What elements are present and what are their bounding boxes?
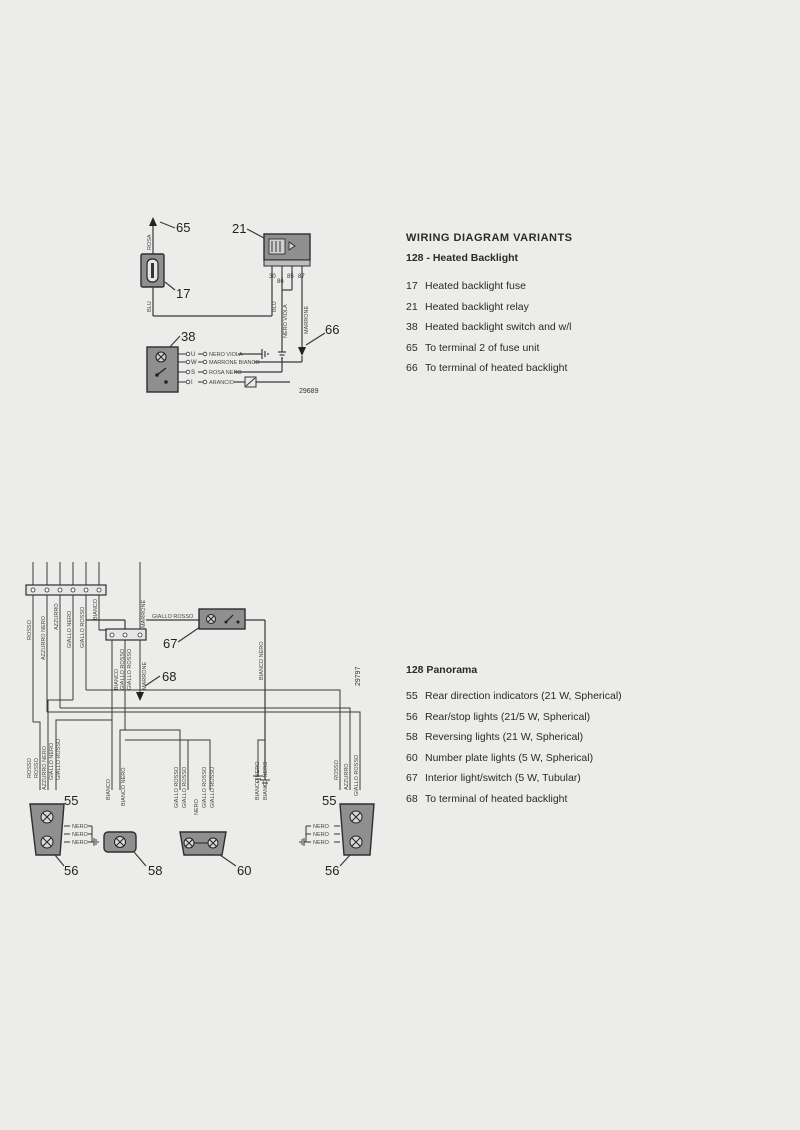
rear-lamp-cluster-left bbox=[29, 803, 65, 856]
ref-55-right: 55 bbox=[322, 793, 336, 808]
arrow-down-icon bbox=[136, 692, 144, 701]
wire-label-marrone-vertical: MARRONE bbox=[304, 306, 310, 334]
wire-label-60-giallo-rosso-c: GIALLO ROSSO bbox=[202, 766, 208, 808]
ref-65: 65 bbox=[176, 220, 190, 235]
switch-pin-u: U bbox=[191, 352, 195, 358]
ref-56-left: 56 bbox=[64, 863, 78, 878]
wire-label-nero-right-1: NERO bbox=[313, 824, 330, 830]
wire-label-55-rosso-b: ROSSO bbox=[34, 757, 40, 778]
wire-label-azzurro-nero-top: AZZURRO NERO bbox=[41, 615, 47, 660]
wire-label-ground-bianco-nero-a: BIANCO NERO bbox=[255, 761, 261, 800]
page-heading: WIRING DIAGRAM VARIANTS bbox=[406, 232, 573, 244]
ref-68: 68 bbox=[162, 669, 176, 684]
section-title-heated: 128 - Heated Backlight bbox=[406, 252, 519, 264]
ref-56-right: 56 bbox=[325, 863, 339, 878]
wire-label-55-giallo-rosso: GIALLO ROSSO bbox=[56, 738, 62, 780]
wire-label-rosa-nero: ROSA NERO bbox=[209, 370, 242, 376]
panorama-circuit: ROSSO AZZURRO NERO AZZURRO GIALLO NERO G… bbox=[25, 562, 375, 878]
wire-label-giallo-rosso-junction-2: GIALLO ROSSO bbox=[127, 648, 133, 690]
switch-38 bbox=[146, 346, 179, 393]
section-title-panorama: 128 Panorama bbox=[406, 664, 478, 676]
wire-label-58-bianco-nero: BIANCO NERO bbox=[121, 767, 127, 806]
wire-label-rosa: ROSA bbox=[147, 234, 153, 250]
wire-label-blu: BLU bbox=[147, 301, 153, 312]
wire-label-58-bianco: BIANCO bbox=[106, 778, 112, 800]
number-plate-light-60 bbox=[179, 831, 227, 856]
ref-55-left: 55 bbox=[64, 793, 78, 808]
reversing-light-58 bbox=[103, 831, 137, 853]
wire-label-55-giallo-nero: GIALLO NERO bbox=[49, 742, 55, 780]
wire-label-nero-left-3: NERO bbox=[72, 840, 89, 846]
wire-label-60-nero: NERO bbox=[194, 798, 200, 815]
wire-label-r55-azzurro: AZZURRO bbox=[344, 763, 350, 790]
wire-label-nero-right-3: NERO bbox=[313, 840, 330, 846]
relay-pin-86: 86 bbox=[277, 279, 284, 285]
wire-label-nero-viola: NERO VIOLA bbox=[209, 352, 243, 358]
relay-pin-30: 30 bbox=[269, 274, 276, 280]
heated-backlight-circuit: 65 ROSA 17 BLU 21 30 bbox=[140, 217, 339, 395]
ref-38: 38 bbox=[181, 329, 195, 344]
wire-label-60-giallo-rosso-d: GIALLO ROSSO bbox=[210, 766, 216, 808]
wire-label-60-giallo-rosso-a: GIALLO ROSSO bbox=[174, 766, 180, 808]
wire-label-nero-left-2: NERO bbox=[72, 832, 89, 838]
ref-60: 60 bbox=[237, 863, 251, 878]
switch-pin-w: W bbox=[191, 360, 197, 366]
ref-58: 58 bbox=[148, 863, 162, 878]
wire-label-giallo-rosso-junction-1: GIALLO ROSSO bbox=[120, 648, 126, 690]
wire-label-marrone-junction: MARRONE bbox=[142, 662, 148, 690]
interior-light-67 bbox=[198, 608, 246, 630]
wire-label-bianco-nero-67: BIANCO NERO bbox=[259, 641, 265, 680]
ref-21: 21 bbox=[232, 221, 246, 236]
relay-21 bbox=[263, 233, 311, 271]
wire-label-60-giallo-rosso-b: GIALLO ROSSO bbox=[182, 766, 188, 808]
ref-17: 17 bbox=[176, 286, 190, 301]
wire-label-azzurro-top: AZZURRO bbox=[54, 603, 60, 630]
wire-label-bianco-top: BIANCO bbox=[93, 598, 99, 620]
wire-label-ground-bianco-nero-b: BIANCO NERO bbox=[263, 761, 269, 800]
connector-block-main bbox=[25, 584, 107, 596]
arrow-up-icon bbox=[149, 217, 157, 226]
ref-67: 67 bbox=[163, 636, 177, 651]
drawing-number-29689: 29689 bbox=[299, 388, 319, 395]
wire-label-bianco-junction: BIANCO bbox=[114, 668, 120, 690]
wire-label-blu-relay: BLU bbox=[272, 301, 278, 312]
wire-label-rosso-top: ROSSO bbox=[27, 619, 33, 640]
wire-label-giallo-rosso-67: GIALLO ROSSO bbox=[152, 614, 194, 620]
relay-pin-85: 85 bbox=[287, 274, 294, 280]
wire-label-giallo-nero-top: GIALLO NERO bbox=[67, 610, 73, 648]
arrow-down-icon bbox=[298, 347, 306, 356]
drawing-number-29797: 29797 bbox=[355, 666, 362, 686]
switch-pin-s: S bbox=[191, 370, 195, 376]
wire-label-marrone-top: MARRONE bbox=[141, 600, 147, 628]
switch-pin-i: I bbox=[191, 380, 193, 386]
wire-label-giallo-rosso-top: GIALLO ROSSO bbox=[80, 606, 86, 648]
wire-label-nero-viola-vertical: NERO VIOLA bbox=[283, 304, 289, 338]
wire-label-nero-right-2: NERO bbox=[313, 832, 330, 838]
legend-heated-backlight: WIRING DIAGRAM VARIANTS 128 - Heated Bac… bbox=[406, 232, 666, 379]
wire-label-55-azzurro-nero: AZZURRO NERO bbox=[42, 745, 48, 790]
wire-label-55-rosso-a: ROSSO bbox=[27, 757, 33, 778]
rear-lamp-cluster-right bbox=[339, 803, 375, 856]
wire-label-r55-giallo-rosso: GIALLO ROSSO bbox=[354, 754, 360, 796]
fuse-17 bbox=[140, 253, 165, 288]
ref-66: 66 bbox=[325, 322, 339, 337]
wire-label-r55-rosso: ROSSO bbox=[334, 759, 340, 780]
wire-label-nero-left-1: NERO bbox=[72, 824, 89, 830]
wire-label-marrone-bianco: MARRONE BIANCO bbox=[209, 360, 260, 366]
wire-label-arancio: ARANCIO bbox=[209, 380, 235, 386]
